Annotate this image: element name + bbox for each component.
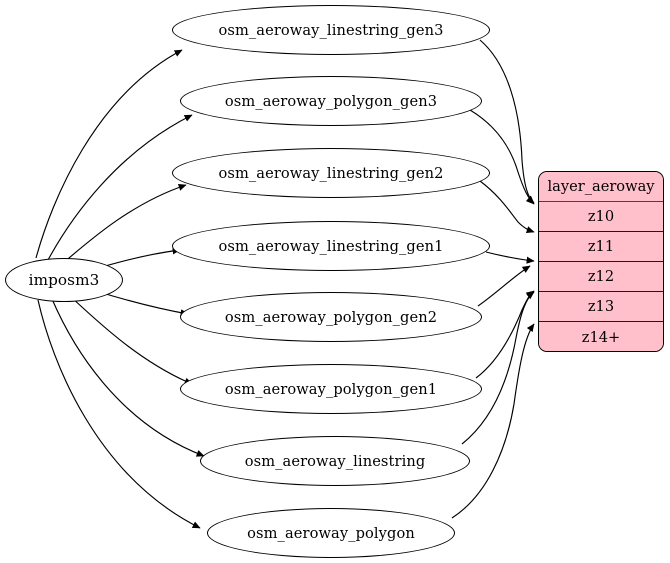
node-osm-aeroway-polygon[interactable]: osm_aeroway_polygon bbox=[207, 508, 455, 558]
layer-row-z13[interactable]: z13 bbox=[539, 292, 663, 322]
layer-table-header: layer_aeroway bbox=[539, 172, 663, 202]
edges-to-layer bbox=[451, 39, 535, 519]
node-label: imposm3 bbox=[28, 271, 100, 289]
node-label: osm_aeroway_linestring_gen2 bbox=[218, 164, 444, 182]
node-label: osm_aeroway_polygon_gen3 bbox=[224, 92, 438, 110]
node-osm-aeroway-linestring-gen1[interactable]: osm_aeroway_linestring_gen1 bbox=[172, 221, 490, 271]
layer-row-z12[interactable]: z12 bbox=[539, 262, 663, 292]
node-osm-aeroway-linestring-gen3[interactable]: osm_aeroway_linestring_gen3 bbox=[172, 5, 490, 55]
node-label: osm_aeroway_polygon_gen1 bbox=[224, 380, 438, 398]
layer-table-header-label: layer_aeroway bbox=[547, 178, 655, 195]
layer-row-label: z10 bbox=[587, 208, 615, 225]
node-osm-aeroway-polygon-gen3[interactable]: osm_aeroway_polygon_gen3 bbox=[180, 76, 482, 126]
node-osm-aeroway-polygon-gen2[interactable]: osm_aeroway_polygon_gen2 bbox=[180, 292, 482, 342]
node-osm-aeroway-linestring-gen2[interactable]: osm_aeroway_linestring_gen2 bbox=[172, 148, 490, 198]
layer-row-label: z11 bbox=[587, 238, 615, 255]
node-label: osm_aeroway_linestring bbox=[244, 452, 426, 470]
node-label: osm_aeroway_polygon bbox=[247, 524, 415, 542]
layer-row-z10[interactable]: z10 bbox=[539, 202, 663, 232]
node-label: osm_aeroway_polygon_gen2 bbox=[224, 308, 438, 326]
layer-row-z11[interactable]: z11 bbox=[539, 232, 663, 262]
node-label: osm_aeroway_linestring_gen1 bbox=[218, 237, 444, 255]
node-layer-aeroway[interactable]: layer_aeroway z10 z11 z12 z13 z14+ bbox=[538, 171, 664, 352]
node-osm-aeroway-polygon-gen1[interactable]: osm_aeroway_polygon_gen1 bbox=[180, 364, 482, 414]
layer-row-label: z14+ bbox=[581, 328, 621, 346]
node-label: osm_aeroway_linestring_gen3 bbox=[218, 21, 444, 39]
layer-row-z14plus[interactable]: z14+ bbox=[539, 322, 663, 351]
layer-row-label: z13 bbox=[587, 298, 615, 315]
node-osm-aeroway-linestring[interactable]: osm_aeroway_linestring bbox=[200, 436, 470, 486]
layer-row-label: z12 bbox=[587, 268, 615, 285]
node-imposm3[interactable]: imposm3 bbox=[5, 258, 123, 302]
edges-from-source bbox=[35, 49, 205, 529]
